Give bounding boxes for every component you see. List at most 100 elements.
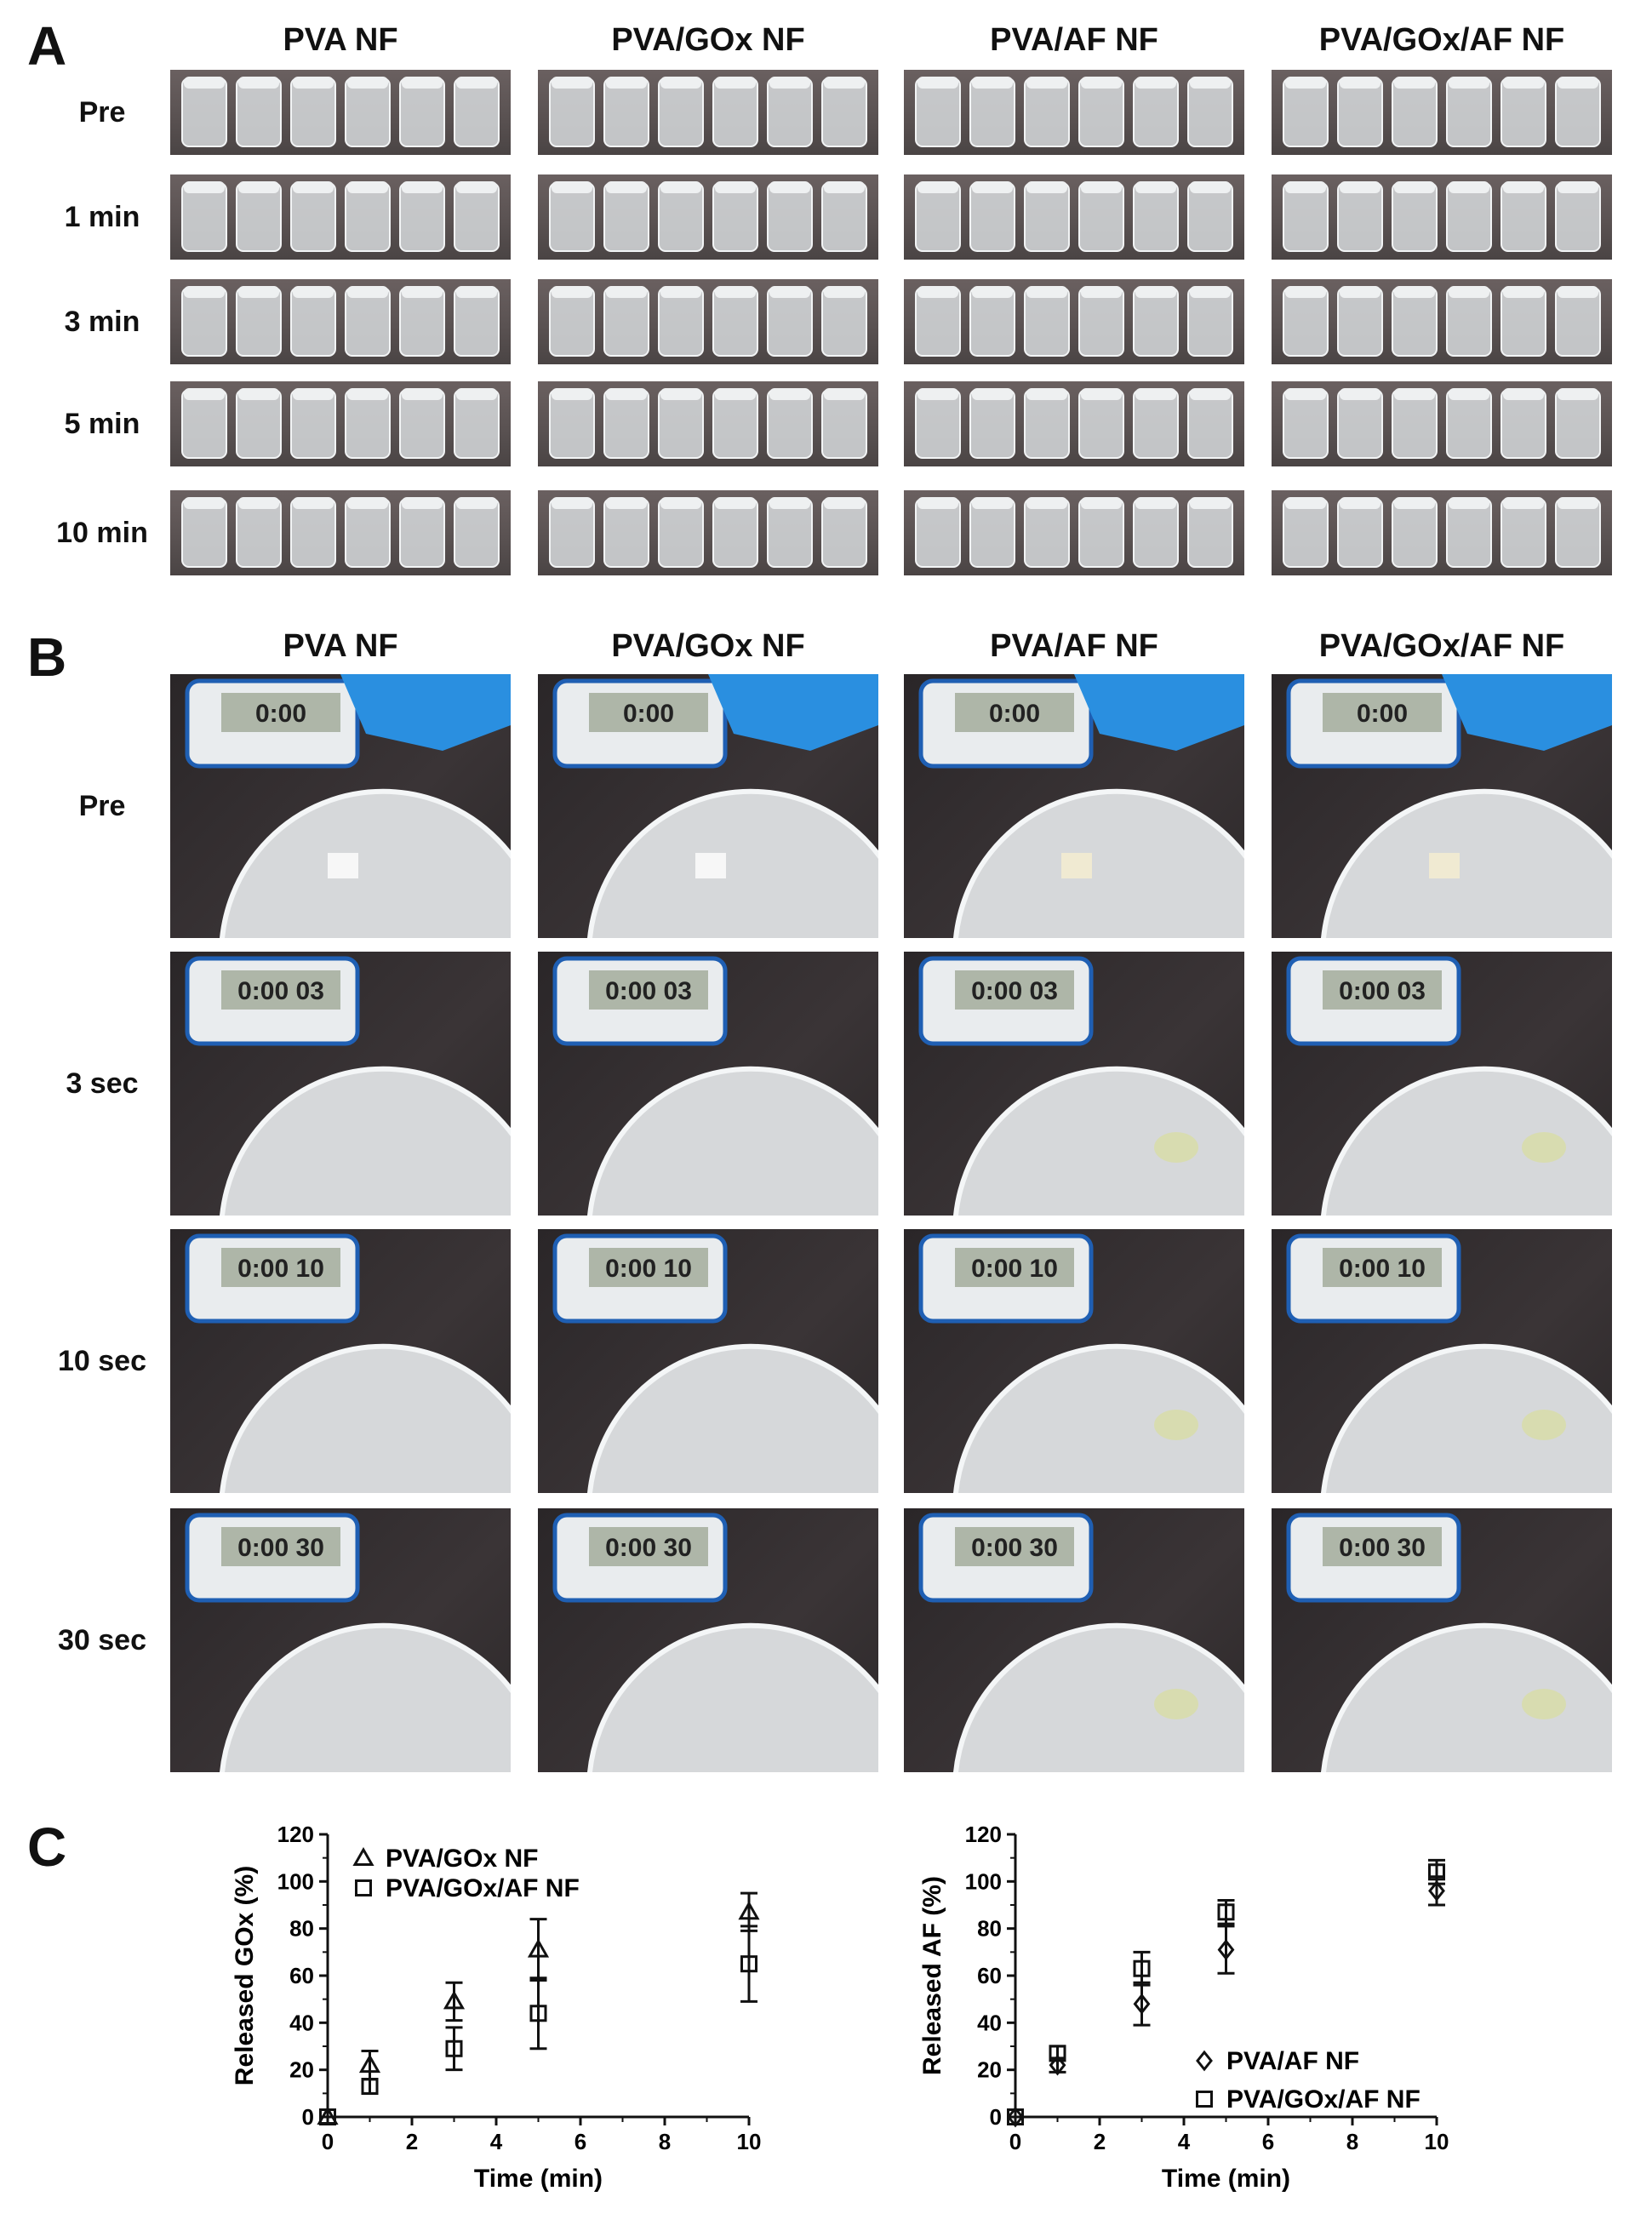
legend-entry: PVA/GOx NF <box>386 1845 538 1873</box>
photo-cell <box>904 70 1244 155</box>
vial-cap <box>1285 497 1326 509</box>
residue <box>1154 1132 1198 1163</box>
square-marker <box>361 2078 379 2096</box>
vial-cap <box>1190 497 1231 509</box>
panel-a-column-header: PVA NF <box>283 22 398 58</box>
x-tick-label: 0 <box>322 2129 334 2154</box>
x-tick-label: 0 <box>1009 2129 1021 2154</box>
vial-cap <box>238 286 279 298</box>
timer-screen <box>589 1248 708 1287</box>
nanofiber-film <box>328 853 358 878</box>
timer-screen <box>955 1527 1074 1566</box>
vial-cap <box>184 77 225 89</box>
x-axis-label: Time (min) <box>474 2165 603 2193</box>
vial-cap <box>972 77 1013 89</box>
timer-reading: 0:00 <box>255 700 306 728</box>
diamond-marker <box>1133 1993 1151 2015</box>
photo-cell <box>1272 279 1612 364</box>
photo-cell: 0:00 10 <box>538 1229 878 1493</box>
vial-cap <box>917 181 958 193</box>
photo-cell <box>904 174 1244 260</box>
y-tick-label: 60 <box>977 1963 1002 1988</box>
panel-a-row-label: Pre <box>78 96 126 129</box>
y-tick-label: 100 <box>965 1868 1002 1894</box>
vial-cap <box>184 497 225 509</box>
vial-cap <box>972 388 1013 400</box>
vial-cap <box>1394 497 1435 509</box>
y-tick-label: 20 <box>977 2057 1002 2083</box>
vial-cap <box>1081 388 1122 400</box>
vial-cap <box>184 388 225 400</box>
panel-b-letter: B <box>27 626 67 688</box>
timer-screen <box>1323 970 1442 1010</box>
vial-cap <box>824 286 865 298</box>
x-tick-label: 8 <box>659 2129 671 2154</box>
vial-cap <box>1503 388 1544 400</box>
timer-reading: 0:00 30 <box>605 1534 692 1562</box>
panel-a-letter: A <box>27 15 67 77</box>
vial-cap <box>660 497 701 509</box>
timer-reading: 0:00 03 <box>605 977 692 1005</box>
panel-b-column-header: PVA/GOx/AF NF <box>1318 628 1565 664</box>
x-tick-label: 6 <box>574 2129 586 2154</box>
triangle-marker <box>738 1901 760 1920</box>
photo-cell <box>538 279 878 364</box>
vial-cap <box>1394 286 1435 298</box>
vial-cap <box>769 181 810 193</box>
x-tick-label: 2 <box>406 2129 418 2154</box>
vial-cap <box>606 286 647 298</box>
vial-cap <box>238 497 279 509</box>
panel-a-row-label: 1 min <box>64 201 140 233</box>
vial-cap <box>660 181 701 193</box>
glove <box>1442 674 1612 751</box>
series-square <box>1007 1858 1445 2125</box>
legend-entry: PVA/AF NF <box>1226 2047 1359 2075</box>
timer-screen <box>221 693 340 732</box>
photo-cell <box>170 381 511 466</box>
vial-cap <box>1394 77 1435 89</box>
photo-cell <box>538 490 878 575</box>
vial-cap <box>606 497 647 509</box>
square-marker <box>319 2108 336 2125</box>
timer-screen <box>955 970 1074 1010</box>
glove <box>340 674 511 751</box>
x-tick-label: 4 <box>1178 2129 1191 2154</box>
y-tick-label: 60 <box>289 1963 314 1988</box>
vial-cap <box>238 181 279 193</box>
timer-screen <box>221 1248 340 1287</box>
petri-dish <box>953 788 1244 938</box>
panel-a-row-label: 3 min <box>64 306 140 338</box>
petri-dish <box>587 1343 878 1493</box>
nanofiber-film <box>1429 853 1460 878</box>
vial-cap <box>1558 181 1598 193</box>
vial-cap <box>660 286 701 298</box>
vial-cap <box>456 181 497 193</box>
x-tick-label: 10 <box>737 2129 762 2154</box>
timer-screen <box>955 1248 1074 1287</box>
x-axis-label: Time (min) <box>1162 2165 1290 2193</box>
timer-reading: 0:00 30 <box>1339 1534 1426 1562</box>
square-marker <box>445 2039 463 2057</box>
vial-cap <box>1449 497 1489 509</box>
vial-cap <box>1190 77 1231 89</box>
panel-a-column-header: PVA/GOx NF <box>611 22 805 58</box>
vial-cap <box>1135 286 1176 298</box>
panel-a-row-label: 5 min <box>64 408 140 440</box>
y-tick-label: 0 <box>302 2104 314 2130</box>
vial-cap <box>1026 77 1067 89</box>
petri-dish <box>220 788 511 938</box>
photo-cell <box>170 279 511 364</box>
timer-reading: 0:00 30 <box>237 1534 324 1562</box>
timer-reading: 0:00 10 <box>1339 1255 1426 1283</box>
photo-cell <box>538 381 878 466</box>
timer-reading: 0:00 <box>623 700 674 728</box>
timer-screen <box>589 1527 708 1566</box>
vial-cap <box>1449 181 1489 193</box>
vial-cap <box>402 181 443 193</box>
vial-cap <box>1026 286 1067 298</box>
photo-cell: 0:00 30 <box>538 1508 878 1772</box>
vial-cap <box>347 497 388 509</box>
timer-screen <box>589 970 708 1010</box>
diamond-marker <box>1196 2050 1213 2072</box>
photo-cell: 0:00 30 <box>1272 1508 1612 1772</box>
